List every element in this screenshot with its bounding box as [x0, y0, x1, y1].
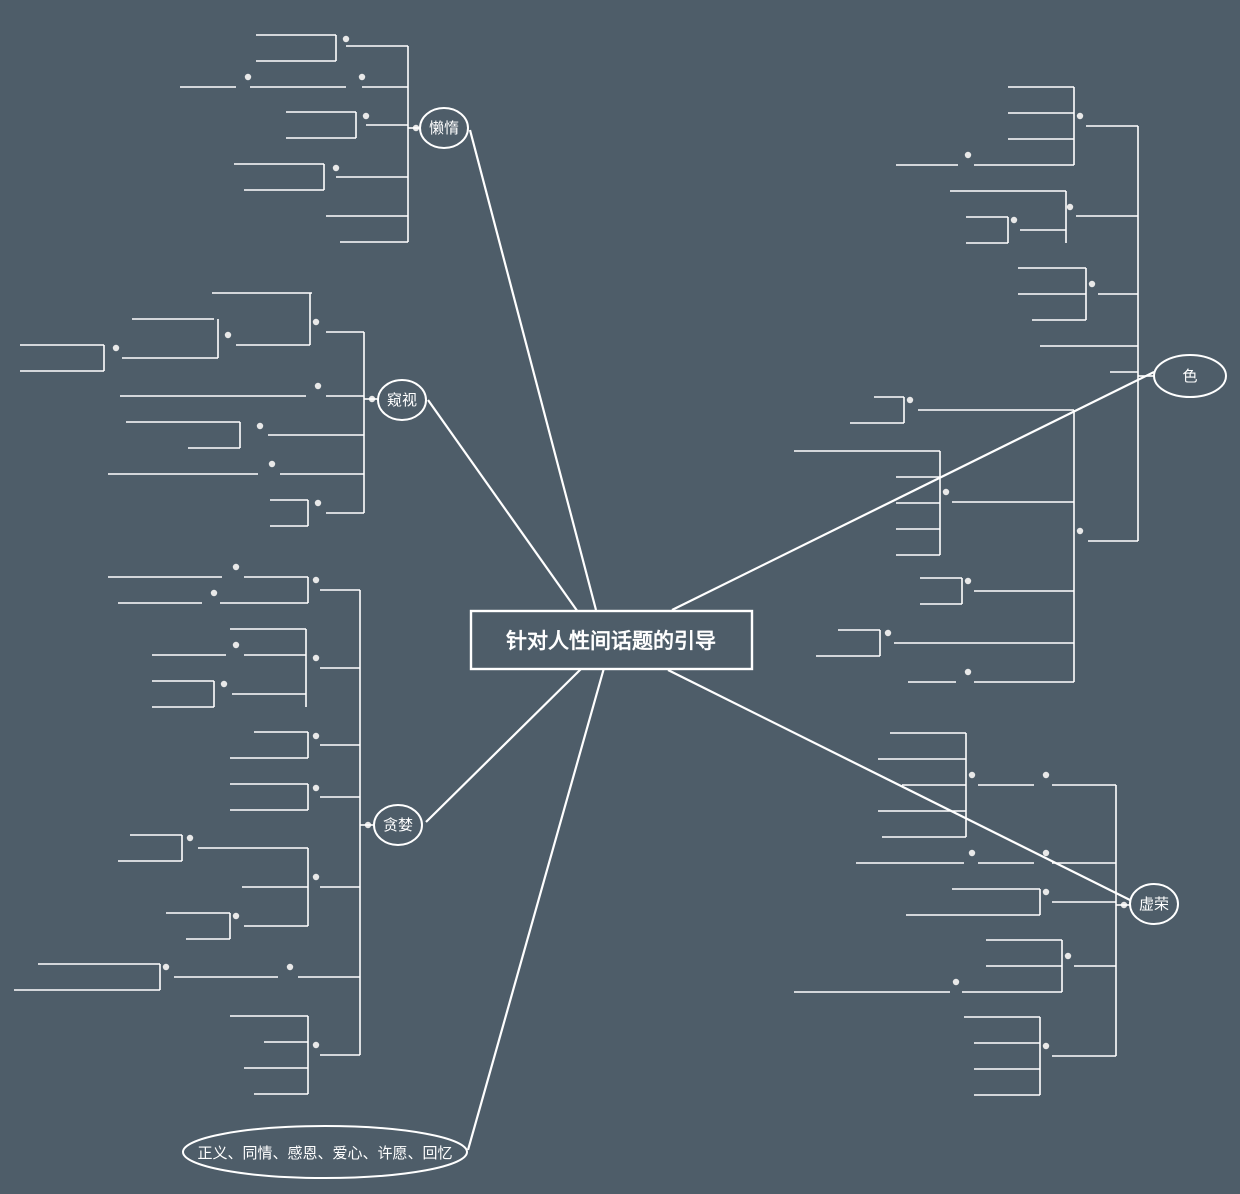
node-handle-icon[interactable]	[224, 331, 232, 339]
node-handle-icon[interactable]	[256, 422, 264, 430]
connector-to-se	[671, 371, 1155, 611]
node-handle-icon[interactable]	[1076, 527, 1084, 535]
node-label: 懒惰	[429, 119, 459, 137]
node-handle-icon[interactable]	[232, 563, 240, 571]
node-label: 正义、同情、感恩、爱心、许愿、回忆	[197, 1144, 452, 1162]
node-handle-icon[interactable]	[268, 460, 276, 468]
connector-to-landuo	[468, 129, 598, 611]
root-topic-label: 针对人性间话题的引导	[506, 629, 716, 653]
node-handle-icon[interactable]	[210, 589, 218, 597]
node-handle-icon[interactable]	[220, 680, 228, 688]
topic-bubble[interactable]	[373, 804, 423, 846]
node-handle-icon[interactable]	[312, 873, 320, 881]
node-handle-icon[interactable]	[968, 849, 976, 857]
node-handle-icon[interactable]	[312, 576, 320, 584]
topic-bubble[interactable]	[377, 379, 427, 421]
node-handle-icon[interactable]	[362, 112, 370, 120]
node-handle-icon[interactable]	[358, 73, 366, 81]
topic-bubble[interactable]	[419, 107, 469, 149]
topic-bubble[interactable]	[182, 1125, 468, 1179]
node-handle-icon[interactable]	[232, 641, 240, 649]
node-handle-icon[interactable]	[312, 732, 320, 740]
connector-to-kuishi	[427, 399, 579, 613]
root-topic-box[interactable]	[469, 609, 754, 671]
node-handle-icon[interactable]	[964, 151, 972, 159]
node-handle-icon[interactable]	[964, 668, 972, 676]
node-handle-icon[interactable]	[112, 344, 120, 352]
node-handle-icon[interactable]	[314, 499, 322, 507]
node-handle-icon[interactable]	[232, 912, 240, 920]
node-handle-icon[interactable]	[1088, 280, 1096, 288]
node-handle-icon[interactable]	[1042, 888, 1050, 896]
node-handle-icon[interactable]	[286, 963, 294, 971]
node-handle-icon[interactable]	[1042, 771, 1050, 779]
node-label: 虚荣	[1139, 895, 1169, 913]
node-handle-icon[interactable]	[186, 834, 194, 842]
topic-bubble[interactable]	[1153, 354, 1227, 398]
node-handle-icon[interactable]	[964, 577, 972, 585]
node-handle-icon[interactable]	[1010, 216, 1018, 224]
node-handle-icon[interactable]	[1066, 203, 1074, 211]
node-handle-icon[interactable]	[314, 382, 322, 390]
node-handle-icon[interactable]	[1064, 952, 1072, 960]
node-handle-icon[interactable]	[942, 488, 950, 496]
node-handle-icon[interactable]	[312, 318, 320, 326]
node-handle-icon[interactable]	[312, 654, 320, 662]
node-handle-icon[interactable]	[1076, 112, 1084, 120]
topic-bubble[interactable]	[1129, 883, 1179, 925]
node-label: 色	[1182, 367, 1197, 385]
node-handle-icon[interactable]	[884, 629, 892, 637]
node-handle-icon[interactable]	[342, 35, 350, 43]
node-handle-icon[interactable]	[162, 963, 170, 971]
node-handle-icon[interactable]	[312, 784, 320, 792]
node-handle-icon[interactable]	[244, 73, 252, 81]
node-label: 窥视	[387, 391, 417, 409]
node-handle-icon[interactable]	[952, 978, 960, 986]
connector-to-others	[466, 667, 606, 1151]
node-handle-icon[interactable]	[1042, 849, 1050, 857]
node-handle-icon[interactable]	[968, 771, 976, 779]
connector-to-xurong	[667, 669, 1131, 901]
node-handle-icon[interactable]	[332, 164, 340, 172]
node-label: 贪婪	[383, 816, 413, 834]
node-handle-icon[interactable]	[312, 1041, 320, 1049]
connector-to-tanlan	[425, 667, 583, 823]
node-handle-icon[interactable]	[906, 396, 914, 404]
node-handle-icon[interactable]	[1042, 1042, 1050, 1050]
